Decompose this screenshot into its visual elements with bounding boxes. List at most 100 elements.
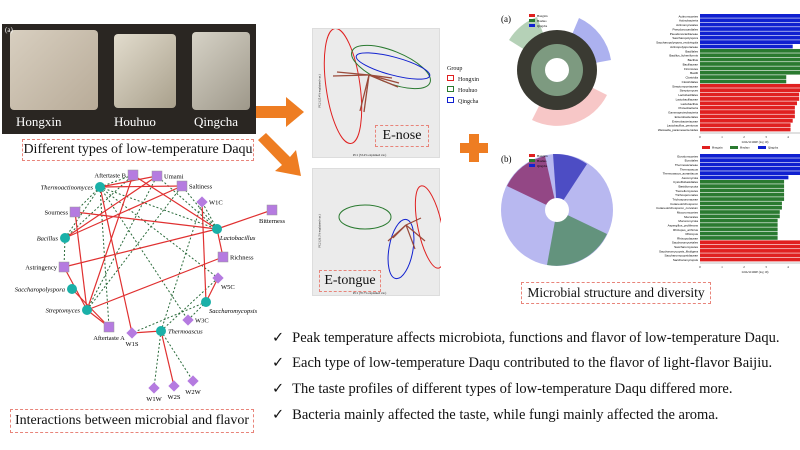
sample-label-qingcha: Qingcha: [194, 114, 239, 129]
bar-legend-label: Hongxin: [712, 146, 723, 150]
lda-bar: [700, 253, 800, 258]
etongue-label: E-tongue: [319, 270, 381, 292]
lda-bar-label: Bacillus: [688, 58, 699, 62]
lda-axis-label: LDA SCORE (log 10): [742, 140, 769, 144]
lda-bar-label: Actinomycetes: [678, 14, 698, 18]
arrow-down-right-icon: [258, 133, 301, 176]
check-icon: ✓: [272, 330, 285, 346]
legend-qingcha: Qingcha: [458, 99, 479, 105]
conclusion-text: Each type of low-temperature Daqu contri…: [292, 355, 773, 371]
lda-bar-label: Saccharopolyspora_rectivirgula: [656, 41, 698, 45]
lda-bar: [700, 184, 785, 188]
positive-edge: [86, 256, 224, 311]
arrows: [256, 97, 304, 176]
panel-label: (b): [501, 154, 512, 164]
lda-bar-label: Streptomyces: [680, 89, 699, 93]
negative-edge: [64, 174, 134, 239]
legend-houhuo: Houhuo: [458, 88, 478, 94]
microbe-node: [212, 224, 222, 234]
lda-bar: [700, 18, 800, 23]
lda-tick-label: 3: [765, 135, 767, 139]
enose-x-axis-label: PC1 (53.4% explained var.): [353, 153, 387, 157]
lda-bar: [700, 70, 800, 75]
lda-bar-label: Saccharomycopsis: [673, 258, 699, 262]
lda-bar-label: Actinobacteria: [679, 19, 698, 23]
negative-edge: [99, 186, 219, 279]
etongue-y-axis-label: PC2 (26.3% explained var.): [317, 214, 322, 248]
lda-bar: [700, 118, 793, 123]
microbe-node: [67, 284, 77, 294]
node-label: Streptomyces: [46, 308, 81, 315]
etongue-pca-plot: PC2 (26.3% explained var.) PC1 (70.7% ex…: [312, 168, 446, 296]
lda-bar: [700, 44, 793, 49]
lda-tick-label: 1: [721, 265, 723, 269]
lda-tick-label: 2: [743, 265, 745, 269]
lda-bar: [700, 197, 785, 201]
lda-bar-label: Mucoromycetes: [677, 210, 699, 214]
lda-bar: [700, 53, 800, 58]
lda-bar: [700, 205, 782, 210]
flavor-node: [176, 180, 188, 192]
lda-bar: [700, 97, 800, 101]
lda-bar: [700, 35, 800, 40]
lda-bar: [700, 175, 789, 180]
lda-bar-label: Bacillales: [685, 49, 698, 53]
lda-bar: [700, 227, 778, 232]
node-label: Saccharomycopsis: [209, 308, 258, 315]
lda-tick-label: 3: [765, 265, 767, 269]
sample-label-hongxin: Hongxin: [16, 114, 62, 129]
qingcha-daqu-block: [192, 32, 250, 110]
lda-bar-label: Lactobacillaceae: [676, 97, 699, 101]
negative-edge: [131, 301, 207, 334]
etongue-x-axis-label: PC1 (70.7% explained var.): [353, 291, 387, 295]
positive-edge: [86, 174, 134, 311]
enose-label: E-nose: [375, 125, 429, 147]
lda-bar-label: Saccharomycopsidaceae: [664, 254, 698, 258]
lda-bar: [700, 79, 787, 84]
negative-edge: [86, 175, 158, 311]
lda-bar: [700, 62, 800, 66]
lda-bar-label: Actinomycetales: [676, 23, 698, 27]
lda-bar-label: Rhizopus: [685, 232, 698, 236]
conclusion-text: Peak temperature affects microbiota, fun…: [292, 330, 780, 346]
lda-bar: [700, 218, 778, 223]
cladogram-legend-label: Houhuo: [537, 19, 547, 23]
negative-edge: [201, 201, 218, 230]
node-label: Lactobacillus: [219, 235, 256, 242]
lda-bar-label: Saccharomycetes: [674, 245, 698, 249]
lda-bar-label: Aspergillus_proliferans: [668, 223, 699, 227]
lda-bar-label: Saccharopolyspora: [672, 36, 698, 40]
plus-icon: [460, 134, 488, 162]
interactions-caption: Interactions between microbial and flavo…: [10, 409, 254, 433]
lda-bar: [700, 88, 800, 93]
arrow-right-icon: [256, 97, 304, 127]
lda-axis-label: LDA SCORE (log 10): [742, 270, 769, 274]
lda-bar-label: Clostridiales: [682, 80, 699, 84]
cladogram-legend-label: Hongxin: [537, 154, 548, 158]
lda-bar-label: Thermoascus: [680, 167, 699, 171]
lda-bar: [700, 22, 800, 27]
lda-bar-label: Mucoromycota: [678, 219, 698, 223]
check-icon: ✓: [272, 381, 285, 397]
positive-edge: [216, 209, 273, 230]
lda-bar-label: Saccharomycetales: [672, 241, 699, 245]
lda-bar: [700, 171, 800, 175]
lda-bar-label: Eurotiomycetes: [677, 154, 698, 158]
node-label: Thermoascus: [168, 329, 203, 336]
lda-bar-label: Thermoascaceae: [675, 163, 699, 167]
lda-bar-label: Bacillaceae: [683, 62, 699, 66]
node-label: W5C: [221, 284, 235, 291]
conclusion-item: ✓ Peak temperature affects microbiota, fu…: [272, 330, 779, 347]
daqu-types-caption: Different types of low-temperature Daqu: [22, 139, 254, 161]
lda-bar-label: Rhizopodaceae: [677, 236, 698, 240]
lefse-svg: (a)HongxinHouhuoQingchaActinomycetesActi…: [501, 14, 800, 150]
lda-bar: [700, 105, 795, 110]
lda-bar-label: Eurotiales: [685, 159, 699, 163]
bar-legend-label: Houhuo: [740, 146, 750, 150]
negative-edge: [156, 175, 218, 230]
lda-bar: [700, 236, 778, 240]
group-legend: Group Hongxin Houhuo Qingcha: [447, 66, 479, 105]
lda-bar: [700, 223, 778, 227]
lda-bar-label: Trichosporonaceae: [672, 198, 698, 202]
sensor-node: [168, 380, 180, 392]
